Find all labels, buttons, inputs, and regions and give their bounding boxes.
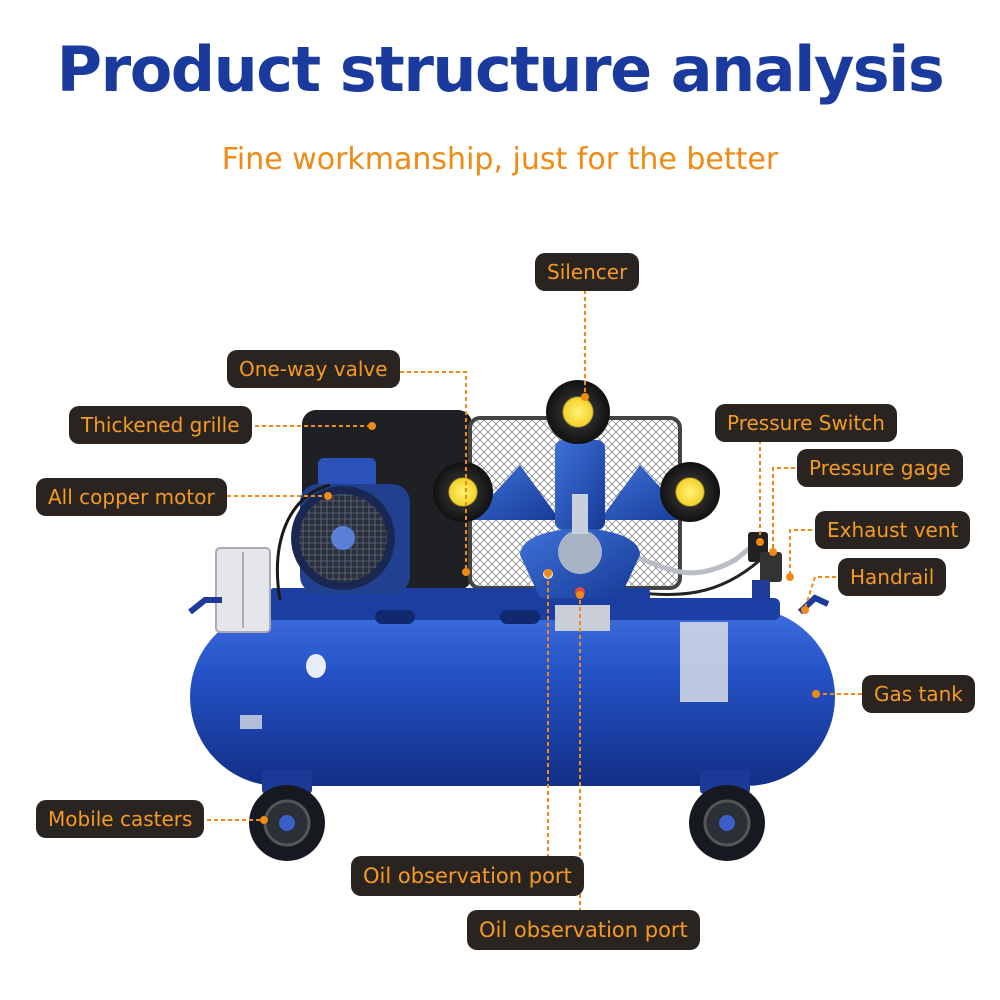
page-title: Product structure analysis bbox=[56, 33, 945, 106]
callout-oil-observation-port-1: Oil observation port bbox=[351, 856, 584, 896]
callout-all-copper-motor: All copper motor bbox=[36, 478, 227, 516]
switch-box bbox=[215, 547, 271, 633]
callout-handrail: Handrail bbox=[838, 558, 947, 596]
callout-pressure-switch: Pressure Switch bbox=[715, 404, 897, 442]
callout-thickened-grille: Thickened grille bbox=[69, 406, 252, 444]
gas-tank bbox=[190, 598, 835, 786]
callout-pressure-gage: Pressure gage bbox=[797, 449, 963, 487]
callout-exhaust-vent: Exhaust vent bbox=[815, 511, 971, 549]
leader-dots bbox=[260, 393, 820, 824]
callout-one-way-valve: One-way valve bbox=[227, 350, 400, 388]
silencer bbox=[433, 380, 720, 522]
page-subtitle: Fine workmanship, just for the better bbox=[221, 142, 779, 177]
callout-mobile-casters: Mobile casters bbox=[36, 800, 205, 838]
callout-oil-observation-port-2: Oil observation port bbox=[467, 910, 700, 950]
callout-gas-tank: Gas tank bbox=[862, 675, 975, 713]
all-copper-motor bbox=[275, 458, 410, 601]
callout-silencer: Silencer bbox=[535, 253, 640, 291]
mobile-casters bbox=[249, 770, 765, 861]
